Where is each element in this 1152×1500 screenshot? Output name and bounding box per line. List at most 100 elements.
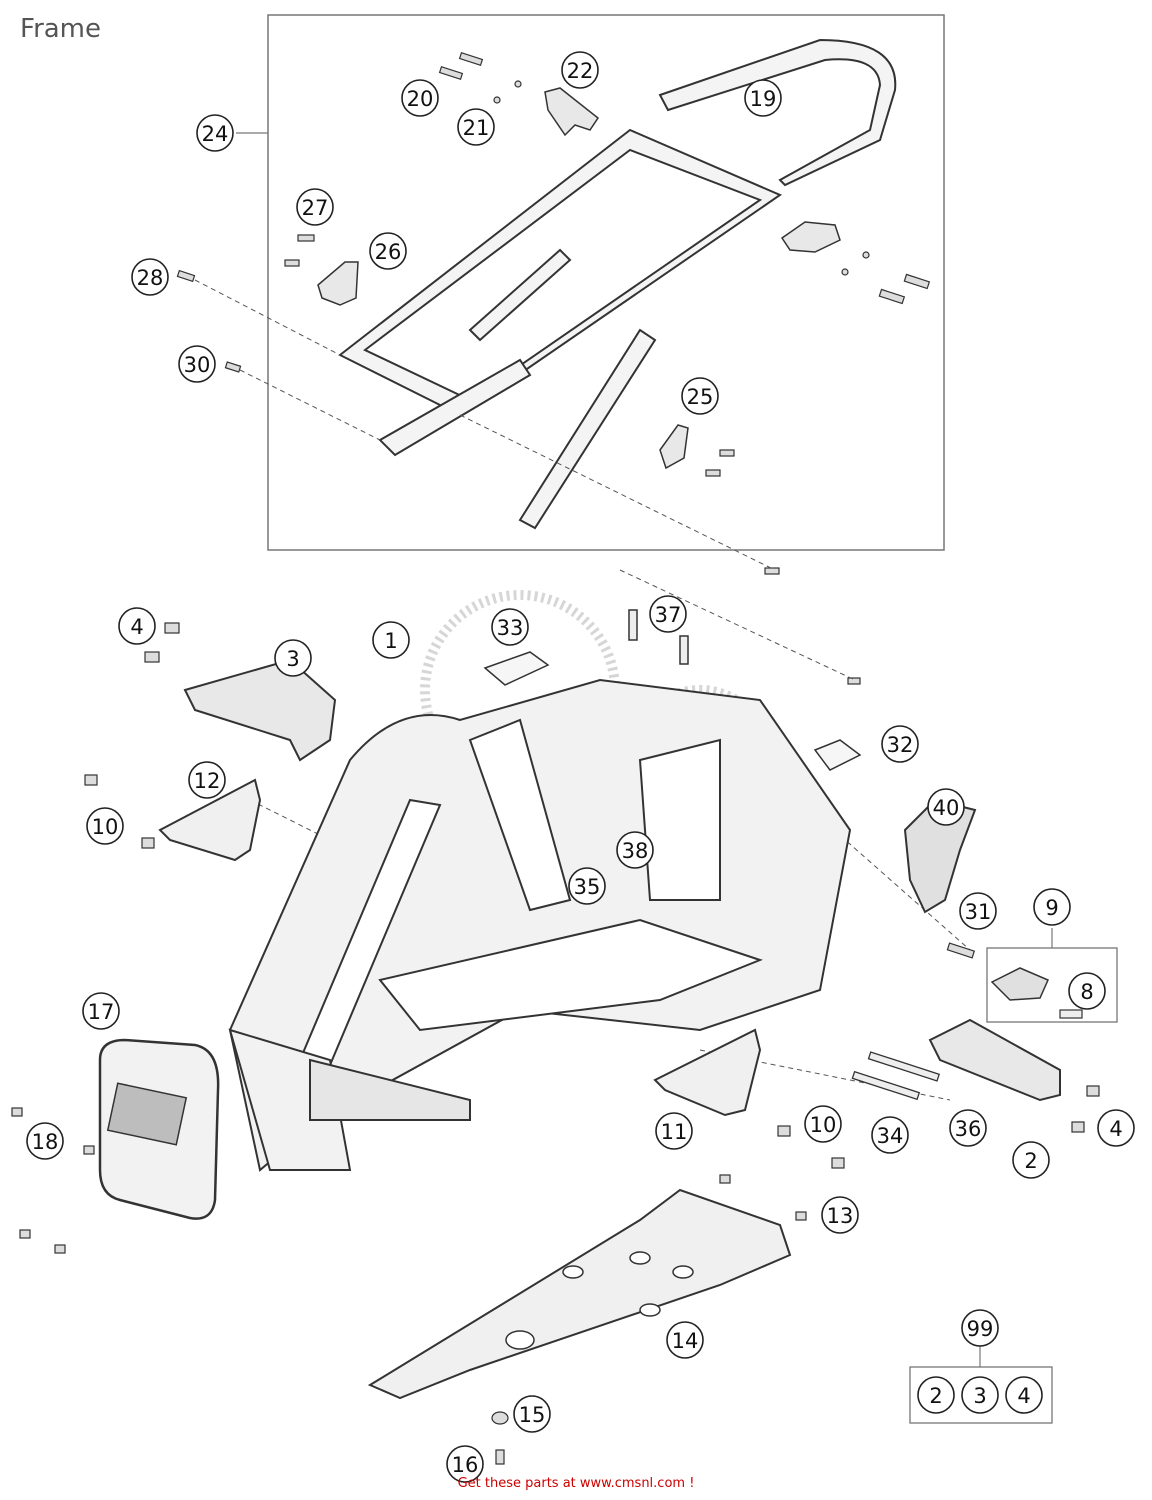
rear-subframe <box>338 128 783 530</box>
bolts-37 <box>628 609 689 665</box>
callout-circle <box>927 788 965 826</box>
callout-label: 11 <box>661 1120 688 1144</box>
callout-label: 35 <box>574 875 601 899</box>
callout-c17: 17 <box>82 992 120 1030</box>
callout-label: 2 <box>929 1384 942 1408</box>
bracket-26 <box>317 261 359 306</box>
callout-c21: 21 <box>457 108 495 146</box>
callout-label: 40 <box>933 796 960 820</box>
callout-circle <box>681 377 719 415</box>
callout-circle <box>871 1116 909 1154</box>
callout-c24: 24 <box>196 114 234 152</box>
callout-label: 4 <box>1017 1384 1030 1408</box>
footrest-left <box>183 658 337 762</box>
callout-circle <box>821 1196 859 1234</box>
callout-c27: 27 <box>296 188 334 226</box>
pad-33 <box>483 651 550 686</box>
callout-label: 38 <box>622 839 649 863</box>
callout-c11: 11 <box>655 1112 693 1150</box>
gusset-12 <box>158 778 262 862</box>
callout-c26: 26 <box>369 232 407 270</box>
part-8 <box>990 967 1049 1001</box>
callout-circle <box>296 188 334 226</box>
footer-link[interactable]: Get these parts at www.cmsnl.com ! <box>457 1476 695 1491</box>
callout-label: 19 <box>750 87 777 111</box>
callout-label: 34 <box>877 1124 904 1148</box>
callout-circle <box>961 1376 999 1414</box>
callout-c13: 13 <box>821 1196 859 1234</box>
bumper-plate <box>106 1082 188 1146</box>
callout-circle <box>513 1395 551 1433</box>
skid-plate <box>367 1188 792 1400</box>
callout-c99_2: 2 <box>917 1376 955 1414</box>
callout-circle <box>401 79 439 117</box>
callout-label: 10 <box>810 1113 837 1137</box>
callout-circle <box>1068 972 1106 1010</box>
callout-circle <box>372 621 410 659</box>
callout-label: 2 <box>1024 1149 1037 1173</box>
callout-label: 10 <box>92 815 119 839</box>
callout-c2: 2 <box>1012 1141 1050 1179</box>
callout-c99_4: 4 <box>1005 1376 1043 1414</box>
callout-label: 36 <box>955 1117 982 1141</box>
callout-label: 21 <box>463 116 490 140</box>
callout-c20: 20 <box>401 79 439 117</box>
callout-circle <box>881 725 919 763</box>
callout-label: 13 <box>827 1204 854 1228</box>
callout-c28: 28 <box>131 258 169 296</box>
callout-c25: 25 <box>681 377 719 415</box>
callout-label: 17 <box>88 1000 115 1024</box>
grab-handle <box>658 38 897 187</box>
gusset-11 <box>653 1028 762 1117</box>
callout-label: 16 <box>452 1453 479 1477</box>
callout-label: 24 <box>202 122 229 146</box>
callout-c33: 33 <box>491 608 529 646</box>
callout-label: 18 <box>32 1130 59 1154</box>
callout-label: 12 <box>194 769 221 793</box>
callout-c22: 22 <box>561 51 599 89</box>
callout-circle <box>82 992 120 1030</box>
callout-circle <box>26 1122 64 1160</box>
callout-label: 99 <box>967 1317 994 1341</box>
callout-label: 8 <box>1080 980 1093 1004</box>
callout-c16: 16 <box>446 1445 484 1483</box>
callout-circle <box>131 258 169 296</box>
callout-label: 27 <box>302 196 329 220</box>
callout-circle <box>655 1112 693 1150</box>
callout-circle <box>196 114 234 152</box>
callout-label: 3 <box>973 1384 986 1408</box>
callout-c37: 37 <box>649 595 687 633</box>
callout-c40: 40 <box>927 788 965 826</box>
bolt-31 <box>946 942 976 959</box>
callout-circle <box>369 232 407 270</box>
subframe-assembly-box <box>267 14 945 551</box>
callout-label: 37 <box>655 603 682 627</box>
callout-label: 1 <box>384 629 397 653</box>
callout-circle <box>616 831 654 869</box>
callout-label: 15 <box>519 1403 546 1427</box>
callout-circle <box>1005 1376 1043 1414</box>
callout-circle <box>917 1376 955 1414</box>
callout-circle <box>178 345 216 383</box>
callout-c3: 3 <box>274 639 312 677</box>
callout-label: 32 <box>887 733 914 757</box>
skid-plate-holes <box>505 1251 694 1350</box>
bracket-22 <box>544 87 600 137</box>
callout-label: 25 <box>687 385 714 409</box>
callout-c10a: 10 <box>86 807 124 845</box>
callout-label: 14 <box>672 1329 699 1353</box>
callout-circle <box>561 51 599 89</box>
callout-c9: 9 <box>1033 888 1071 926</box>
callout-label: 31 <box>965 900 992 924</box>
long-bolts <box>851 1051 940 1101</box>
callout-circle <box>959 892 997 930</box>
callout-c18: 18 <box>26 1122 64 1160</box>
callout-c4a: 4 <box>118 607 156 645</box>
callout-c31: 31 <box>959 892 997 930</box>
callout-circle <box>666 1321 704 1359</box>
callout-c12: 12 <box>188 761 226 799</box>
kit-box-99 <box>909 1366 1053 1424</box>
callout-circle <box>649 595 687 633</box>
callout-circle <box>744 79 782 117</box>
